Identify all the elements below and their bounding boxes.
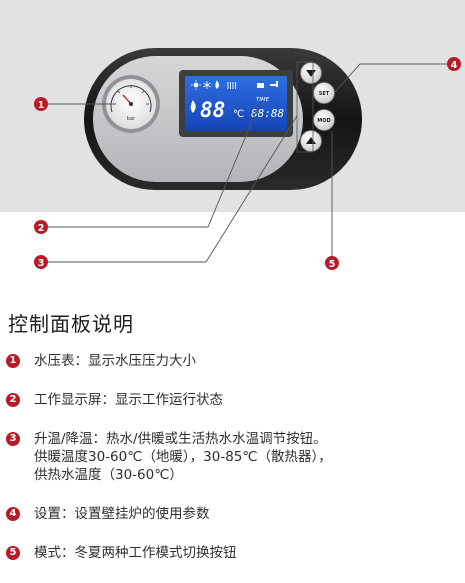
item-number-badge: 5 xyxy=(6,546,20,560)
svg-text:1: 1 xyxy=(38,100,45,111)
item-text: 热水/供暖或生活热水水温调节按钮。 xyxy=(106,431,327,447)
faucet-icon xyxy=(270,81,278,87)
radiator-icon xyxy=(227,82,236,89)
lcd-display: 88 ℃ TIME 88:88 xyxy=(179,70,293,137)
gauge-unit-label: bar xyxy=(127,116,136,122)
chevron-up-icon xyxy=(306,137,316,144)
set-button: SET xyxy=(313,82,335,104)
item-number-badge: 3 xyxy=(6,432,20,446)
svg-text:SET: SET xyxy=(319,91,330,97)
item-number-badge: 2 xyxy=(6,393,20,407)
description-list: 1 水压表：显示水压压力大小 2 工作显示屏：显示工作运行状态 3 升温/降温：… xyxy=(6,352,461,583)
description-item-water-pressure: 1 水压表：显示水压压力大小 xyxy=(6,352,461,370)
item-label: 工作显示屏： xyxy=(34,392,115,408)
item-number-badge: 4 xyxy=(6,507,20,521)
description-item-settings: 4 设置：设置壁挂炉的使用参数 xyxy=(6,505,461,523)
callout-1: 1 xyxy=(34,97,48,111)
temperature-unit: ℃ xyxy=(233,109,244,120)
item-label: 设置： xyxy=(34,506,75,522)
callout-3: 3 xyxy=(34,255,48,269)
tank-icon xyxy=(257,83,264,88)
snowflake-icon xyxy=(203,81,211,89)
down-button xyxy=(300,62,322,84)
up-button xyxy=(300,130,322,152)
time-readout: 88:88 xyxy=(251,107,284,120)
svg-text:2: 2 xyxy=(38,223,45,234)
callout-2: 2 xyxy=(34,220,48,234)
item-text: 显示工作运行状态 xyxy=(115,392,223,408)
callout-5: 5 xyxy=(325,256,339,270)
item-label: 升温/降温： xyxy=(34,431,107,447)
flame-icon xyxy=(190,100,196,113)
description-item-mode: 5 模式：冬夏两种工作模式切换按钮 xyxy=(6,544,461,562)
item-text: 设置壁挂炉的使用参数 xyxy=(74,506,210,522)
item-label: 水压表： xyxy=(34,353,88,369)
description-item-display: 2 工作显示屏：显示工作运行状态 xyxy=(6,391,461,409)
description-item-temperature: 3 升温/降温：热水/供暖或生活热水水温调节按钮。 供暖温度30-60℃（地暖）… xyxy=(6,430,461,484)
item-subtext: 供暖温度30-60℃（地暖），30-85℃（散热器）， xyxy=(34,449,332,465)
item-text: 显示水压压力大小 xyxy=(88,353,196,369)
time-label: TIME xyxy=(256,97,270,103)
item-number-badge: 1 xyxy=(6,354,20,368)
lcd-icon-row xyxy=(191,80,278,90)
callout-4: 4 xyxy=(447,57,461,71)
item-subtext: 供热水温度（30-60℃） xyxy=(34,467,183,483)
control-panel-diagram: bar 88 ℃ TIME 88:88 xyxy=(34,48,461,270)
sun-icon xyxy=(191,80,201,90)
svg-text:3: 3 xyxy=(38,258,45,269)
svg-text:4: 4 xyxy=(451,60,458,71)
chevron-down-icon xyxy=(306,70,316,77)
item-text: 冬夏两种工作模式切换按钮 xyxy=(74,545,237,561)
flame-icon xyxy=(215,80,220,89)
svg-text:5: 5 xyxy=(329,259,336,270)
mod-button: MOD xyxy=(313,109,335,131)
item-label: 模式： xyxy=(34,545,75,561)
section-title: 控制面板说明 xyxy=(8,312,134,336)
pressure-gauge: bar xyxy=(102,75,160,133)
temperature-readout: 88 xyxy=(200,98,225,122)
svg-text:MOD: MOD xyxy=(317,118,330,124)
